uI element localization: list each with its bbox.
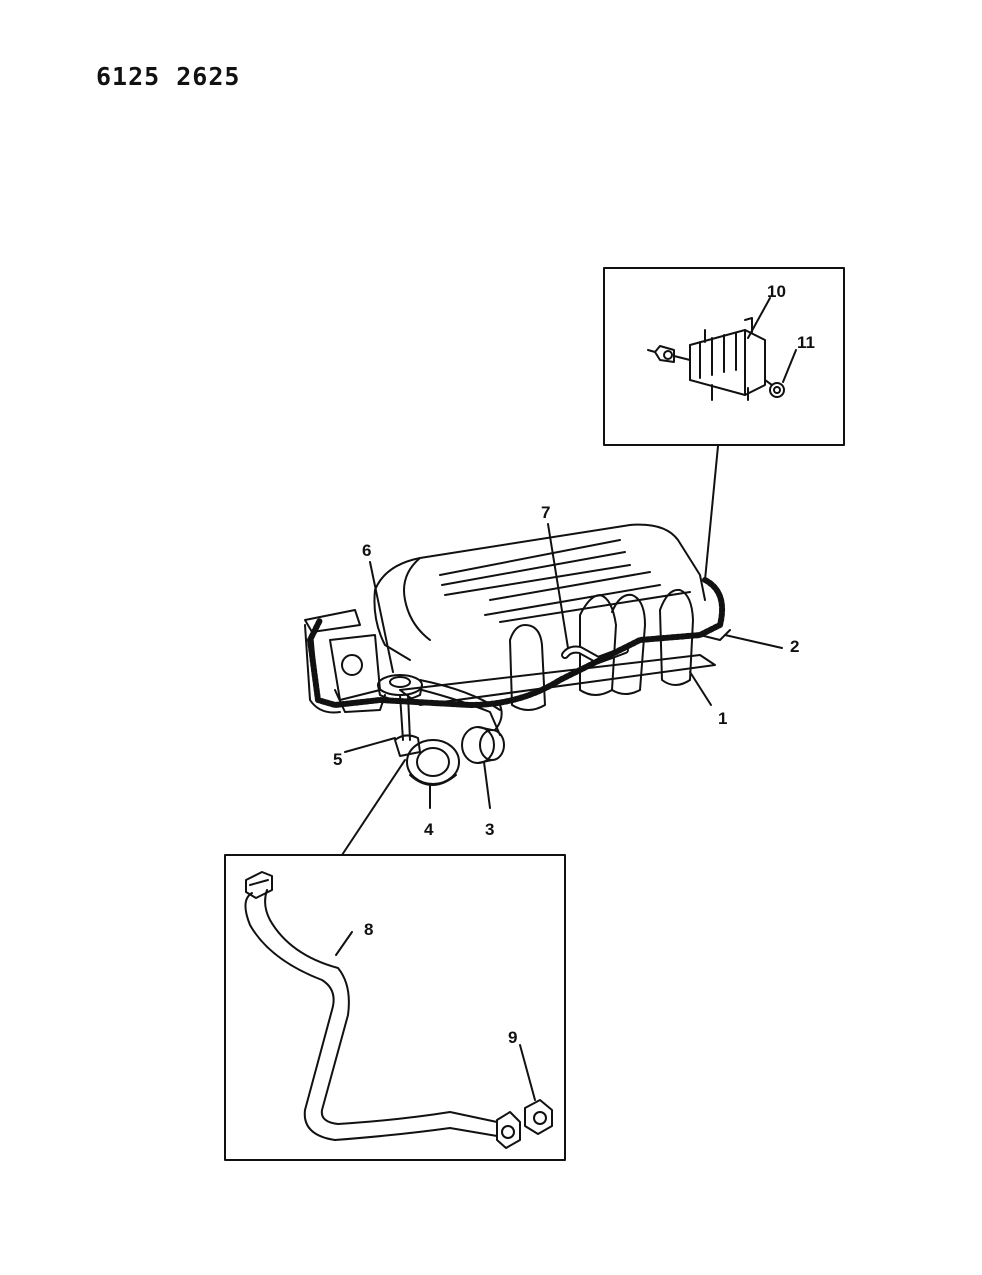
callout-11: 11 (797, 333, 815, 352)
leader-8 (335, 931, 353, 956)
nut-11 (764, 379, 785, 398)
document-code: 6125 2625 (96, 62, 241, 91)
callout-7: 7 (541, 503, 550, 522)
leader-1 (689, 671, 712, 706)
leader-11 (782, 349, 797, 383)
callout-5: 5 (333, 750, 342, 769)
throttle-body (329, 634, 381, 701)
leader-9 (519, 1044, 536, 1101)
callout-2: 2 (790, 637, 799, 656)
callout-6: 6 (362, 541, 371, 560)
vacuum-line-a (421, 689, 501, 736)
part-3-solenoid (461, 704, 505, 764)
callout-10: 10 (767, 282, 786, 301)
part-4-transducer (406, 739, 460, 786)
leader-2 (724, 634, 783, 649)
inset-box-solenoid (603, 267, 845, 446)
runner-4 (659, 588, 694, 686)
egr-tube-5 (399, 694, 404, 741)
callout-4: 4 (424, 820, 434, 839)
tube-8 (244, 871, 498, 1141)
runner-3 (611, 593, 646, 695)
inset-connector-solenoid (704, 445, 719, 581)
leader-5 (344, 737, 396, 753)
callout-9: 9 (508, 1028, 517, 1047)
leader-6 (369, 561, 394, 673)
leader-7 (547, 523, 569, 649)
callout-3: 3 (485, 820, 494, 839)
inset-box-tube (224, 854, 566, 1161)
callout-8: 8 (364, 920, 373, 939)
runner-2 (579, 594, 617, 696)
fitting-9 (496, 1099, 553, 1149)
callout-1: 1 (718, 709, 727, 728)
leader-3 (483, 761, 491, 809)
leader-10 (747, 297, 771, 339)
runner-1 (509, 624, 546, 711)
inset-connector-tube (341, 759, 406, 856)
solenoid-assembly (647, 317, 766, 401)
